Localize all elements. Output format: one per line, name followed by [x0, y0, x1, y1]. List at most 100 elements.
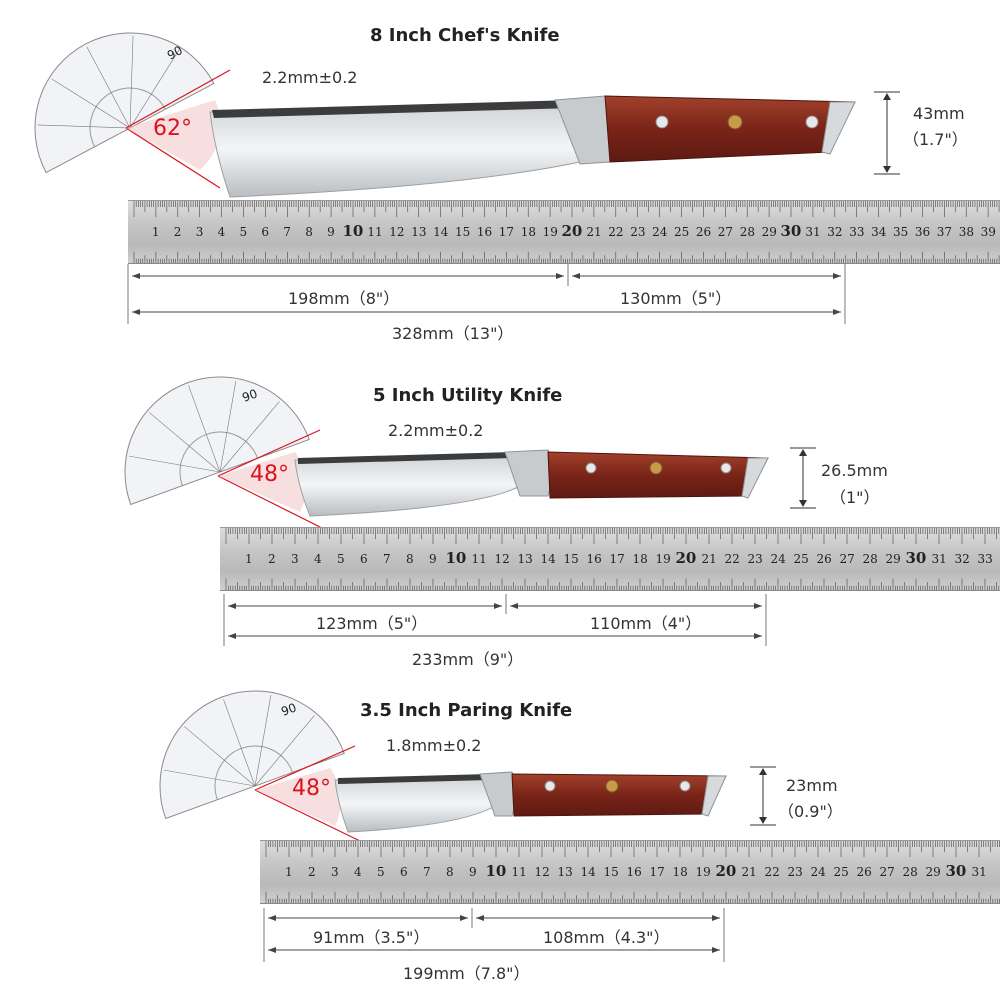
total-length-label: 328mm（13"） [392, 324, 514, 343]
ruler-number: 16 [626, 865, 642, 879]
ruler-number: 31 [931, 552, 947, 566]
edge-angle-label: 62° [153, 116, 192, 141]
ruler-number: 25 [793, 552, 809, 566]
blade-thickness-label: 1.8mm±0.2 [386, 736, 482, 755]
ruler-ticks [225, 528, 1000, 590]
ruler-number: 18 [632, 552, 648, 566]
ruler-number: 26 [856, 865, 872, 879]
section-utility-knife: 5 Inch Utility Knife 90 48° [124, 376, 1000, 669]
ruler-number: 6 [400, 865, 408, 879]
ruler-number: 17 [649, 865, 665, 879]
ruler-number: 26 [816, 552, 832, 566]
ruler-ticks [265, 841, 1000, 903]
ruler-number: 3 [195, 225, 204, 239]
section-title: 8 Inch Chef's Knife [370, 25, 560, 46]
protractor-90-label: 90 [165, 43, 185, 63]
ruler-number: 22 [724, 552, 740, 566]
total-length-label: 199mm（7.8"） [403, 964, 530, 983]
ruler-number: 11 [367, 225, 383, 239]
height-inch-label: （0.9"） [778, 802, 843, 821]
edge-angle-label: 48° [250, 462, 289, 487]
height-mm-label: 26.5mm [821, 461, 888, 480]
ruler-number: 36 [914, 225, 931, 239]
protractor-90-label: 90 [279, 700, 298, 718]
ruler-number: 29 [925, 865, 941, 879]
ruler-number: 8 [305, 225, 313, 239]
ruler-number: 13 [557, 865, 573, 879]
blade-thickness-label: 2.2mm±0.2 [262, 68, 358, 87]
height-mm-label: 43mm [913, 104, 965, 123]
ruler-number: 15 [603, 865, 619, 879]
ruler-number: 2 [268, 552, 276, 566]
ruler-number: 8 [406, 552, 414, 566]
ruler-number: 2 [173, 225, 182, 239]
ruler-number: 12 [389, 225, 405, 239]
ruler-number: 4 [217, 225, 226, 239]
ruler-number: 15 [455, 225, 471, 239]
ruler-number: 19 [695, 865, 711, 879]
ruler-number: 30 [905, 549, 927, 567]
ruler-number: 31 [971, 865, 987, 879]
ruler-number: 9 [327, 225, 335, 239]
height-dimension-line [750, 766, 776, 826]
ruler-number: 5 [377, 865, 385, 879]
ruler-number: 32 [954, 552, 970, 566]
ruler-number: 27 [839, 552, 855, 566]
ruler-ticks [133, 201, 1000, 263]
ruler-number: 14 [540, 552, 556, 566]
ruler-number: 10 [485, 862, 507, 880]
ruler-number: 19 [542, 225, 558, 239]
ruler-number: 15 [563, 552, 579, 566]
section-chef-knife: 8 Inch Chef's Knife 90 62° [0, 0, 1000, 343]
ruler-number: 17 [609, 552, 625, 566]
ruler-number: 5 [337, 552, 345, 566]
ruler-number: 32 [827, 225, 843, 239]
ruler-number: 23 [747, 552, 763, 566]
blade-length-label: 91mm（3.5"） [313, 928, 430, 947]
ruler-number: 20 [675, 549, 697, 567]
paring-knife-image [334, 771, 727, 833]
ruler-number: 1 [151, 225, 160, 239]
ruler-number: 38 [958, 225, 974, 239]
ruler-number: 4 [354, 865, 362, 879]
ruler-number: 31 [805, 225, 821, 239]
ruler-number: 21 [586, 225, 602, 239]
handle-length-label: 130mm（5"） [620, 289, 732, 308]
height-inch-label: （1.7"） [903, 130, 968, 149]
ruler-number: 6 [360, 552, 368, 566]
ruler-number: 29 [761, 225, 777, 239]
blade-length-label: 123mm（5"） [316, 614, 428, 633]
ruler-number: 10 [445, 549, 467, 567]
ruler-number: 2 [308, 865, 316, 879]
ruler-number: 28 [739, 225, 755, 239]
protractor-graphic: 90 [124, 376, 330, 532]
ruler-number: 30 [780, 222, 802, 240]
chef-knife-image [209, 95, 856, 198]
ruler-number: 1 [245, 552, 253, 566]
handle-length-label: 108mm（4.3"） [543, 928, 670, 947]
ruler-number: 21 [741, 865, 757, 879]
ruler-number: 14 [580, 865, 596, 879]
height-dimension-line [790, 447, 816, 509]
ruler-number: 20 [561, 222, 583, 240]
ruler-number: 12 [494, 552, 510, 566]
ruler-number: 18 [672, 865, 688, 879]
ruler-number: 10 [342, 222, 364, 240]
ruler-number: 12 [534, 865, 550, 879]
ruler-number: 23 [630, 225, 646, 239]
ruler-number: 24 [652, 225, 668, 239]
ruler-number: 8 [446, 865, 454, 879]
ruler-number: 30 [945, 862, 967, 880]
handle-length-label: 110mm（4"） [590, 614, 702, 633]
protractor-90-label: 90 [240, 386, 259, 404]
protractor-graphic: 90 [159, 690, 361, 842]
height-dimension-line [874, 91, 900, 175]
ruler-number: 21 [701, 552, 717, 566]
blade-thickness-label: 2.2mm±0.2 [388, 421, 484, 440]
ruler-number: 5 [239, 225, 248, 239]
ruler-number: 4 [314, 552, 322, 566]
ruler-number: 33 [849, 225, 865, 239]
ruler-number: 7 [383, 552, 391, 566]
